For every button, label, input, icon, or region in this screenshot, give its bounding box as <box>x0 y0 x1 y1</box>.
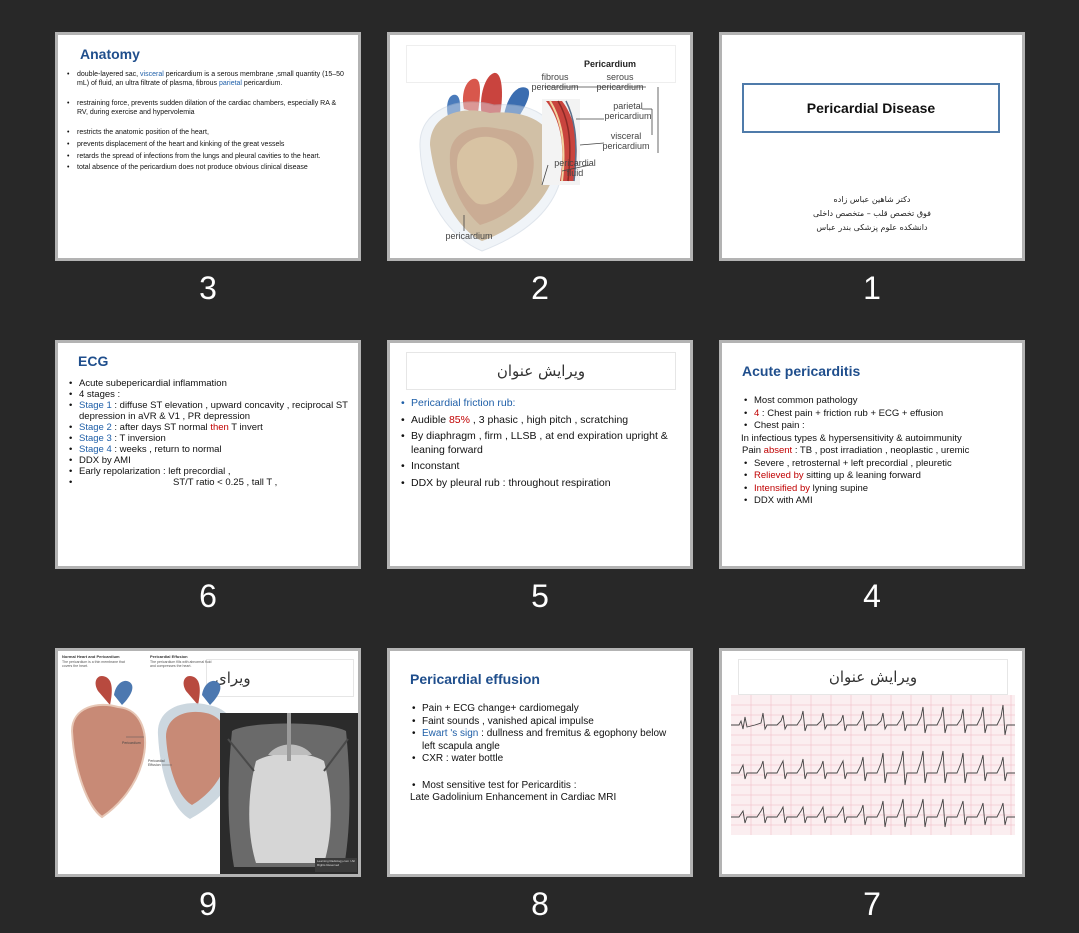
author-affiliation: دانشکده علوم پزشکی بندر عباس <box>816 223 928 232</box>
slide-thumbnail-6[interactable]: ECG Acute subepericardial inflammation 4… <box>55 340 361 569</box>
label-visceral: visceral pericardium <box>602 131 650 151</box>
effusion-illustration <box>70 675 358 874</box>
bullet: Stage 2 : after days ST normal then T in… <box>67 422 352 433</box>
ecg-strip-image <box>731 695 1015 835</box>
label-pericardium: pericardium <box>445 231 493 241</box>
pericardium-illustration <box>419 72 659 252</box>
caption-normal-sub: The pericardium is a thin membrane that … <box>62 660 125 668</box>
slide-body: Pain + ECG change+ cardiomegaly Faint so… <box>410 703 680 805</box>
bullet: restricts the anatomic position of the h… <box>65 129 347 138</box>
bullet: Early repolarization : left precordial , <box>67 466 352 477</box>
slide-number: 4 <box>863 578 881 614</box>
bullet: Acute subepericardial inflammation <box>67 378 352 389</box>
slide-title: ویرایش عنوان <box>738 659 1008 695</box>
slide-number: 2 <box>531 270 549 306</box>
author-name: دکتر شاهین عباس زاده <box>833 195 911 204</box>
slide-bullets: Most common pathology 4 : Chest pain + f… <box>742 395 1018 433</box>
label-serous: serous pericardium <box>596 72 644 92</box>
slide-number: 6 <box>199 578 217 614</box>
slide-number: 8 <box>531 886 549 922</box>
bullet: retards the spread of infections from th… <box>65 153 347 162</box>
label-fibrous: fibrous pericardium <box>531 72 579 92</box>
bullet: Ewart 's sign : dullness and fremitus & … <box>410 728 680 753</box>
bullet: Stage 4 : weeks , return to normal <box>67 444 352 455</box>
bullet: prevents displacement of the heart and k… <box>65 141 347 150</box>
caption-effusion: Pericardial Effusion <box>150 654 188 659</box>
slide-thumbnail-7[interactable]: ویرایش عنوان <box>719 648 1025 877</box>
body-line: In infectious types & hypersensitivity &… <box>741 432 962 444</box>
bullet: double-layered sac, visceral pericardium… <box>65 71 347 88</box>
bullet: 4 : Chest pain + friction rub + ECG + ef… <box>742 408 1018 421</box>
body-line: Pain absent : TB , post irradiation , ne… <box>742 445 970 456</box>
label-pericardial-fluid: pericardial fluid <box>554 158 596 178</box>
slide-thumbnail-2[interactable]: Pericardium fibrous pericardium serous p… <box>387 32 693 261</box>
bullet: 4 stages : <box>67 389 352 400</box>
bullet: restraining force, prevents sudden dilat… <box>65 100 347 117</box>
bullet: Intensified by lyning supine <box>742 483 1018 496</box>
bullet: Faint sounds , vanished apical impulse <box>410 716 680 729</box>
slide-thumbnail-1[interactable]: Pericardial Disease دکتر شاهین عباس زاده… <box>719 32 1025 261</box>
slide-bullets: double-layered sac, visceral pericardium… <box>65 71 347 173</box>
slide-number: 1 <box>863 270 881 306</box>
caption-normal: Normal Heart and Pericardium <box>62 654 120 659</box>
title-placeholder <box>406 45 676 83</box>
slide-number: 9 <box>199 886 217 922</box>
slide-bullets: Severe , retrosternal + left precordial … <box>742 458 1018 508</box>
label-pericardium: Pericardium <box>122 741 141 745</box>
slide-bullets: Pain + ECG change+ cardiomegaly Faint so… <box>410 703 680 792</box>
xray-watermark: Learning Radiology.com / All Rights Rese… <box>317 859 355 867</box>
slide-bullets: Pericardial friction rub: Audible 85% , … <box>399 397 684 490</box>
slide-number: 5 <box>531 578 549 614</box>
slide-title: Acute pericarditis <box>742 363 861 379</box>
slide-title: ECG <box>78 353 109 369</box>
title-box: Pericardial Disease <box>742 83 1000 133</box>
slide-title: ویرایش عنوان <box>406 352 676 390</box>
slide-thumbnail-4[interactable]: Acute pericarditis Most common pathology… <box>719 340 1025 569</box>
slide-body: Most common pathology 4 : Chest pain + f… <box>741 395 1018 508</box>
slide-title: Pericardial effusion <box>410 671 540 687</box>
bullet: DDX with AMI <box>742 495 1018 508</box>
slide-title: Pericardial Disease <box>806 100 936 116</box>
bullet: total absence of the pericardium does no… <box>65 164 347 173</box>
body-line: Late Gadolinium Enhancement in Cardiac M… <box>410 792 617 803</box>
bullet: Audible 85% , 3 phasic , high pitch , sc… <box>399 414 684 428</box>
bullet: Most sensitive test for Pericarditis : <box>410 780 680 793</box>
bullet: Relieved by sitting up & leaning forward <box>742 470 1018 483</box>
bullet: Stage 1 : diffuse ST elevation , upward … <box>67 400 352 422</box>
bullet: By diaphragm , firm , LLSB , at end expi… <box>399 430 684 457</box>
bullet: Chest pain : <box>742 420 1018 433</box>
slide-number: 7 <box>863 886 881 922</box>
caption-effusion-sub: The pericardium fills with abnormal flui… <box>150 660 212 668</box>
slide-number: 3 <box>199 270 217 306</box>
author-block: دکتر شاهین عباس زاده فوق تخصص قلب – متخص… <box>742 193 1002 235</box>
bullet: Pain + ECG change+ cardiomegaly <box>410 703 680 716</box>
slide-title: Anatomy <box>80 46 140 62</box>
bullet: DDX by pleural rub : throughout respirat… <box>399 477 684 491</box>
bullet: CXR : water bottle <box>410 753 680 766</box>
label-parietal: parietal pericardium <box>604 101 652 121</box>
bullet: DDX by AMI <box>67 455 352 466</box>
label-pericardium-heading: Pericardium <box>583 59 637 69</box>
slide-thumbnail-3[interactable]: Anatomy double-layered sac, visceral per… <box>55 32 361 261</box>
bullet: Pericardial friction rub: <box>399 397 684 411</box>
label-effusion: Pericardial Effusion <box>148 759 165 767</box>
author-title: فوق تخصص قلب – متخصص داخلی <box>813 209 931 218</box>
bullet-continuation: ST/T ratio < 0.25 , tall T , <box>67 477 352 488</box>
bullet: Most common pathology <box>742 395 1018 408</box>
bullet: Inconstant <box>399 460 684 474</box>
slide-thumbnail-5[interactable]: ویرایش عنوان Pericardial friction rub: A… <box>387 340 693 569</box>
slide-bullets: Acute subepericardial inflammation 4 sta… <box>67 378 352 488</box>
slide-thumbnail-9[interactable]: ویرای Normal Heart and Pericardium The p… <box>55 648 361 877</box>
slide-thumbnail-8[interactable]: Pericardial effusion Pain + ECG change+ … <box>387 648 693 877</box>
bullet: Severe , retrosternal + left precordial … <box>742 458 1018 471</box>
slide-title: ویرای <box>206 659 354 697</box>
bullet: Stage 3 : T inversion <box>67 433 352 444</box>
